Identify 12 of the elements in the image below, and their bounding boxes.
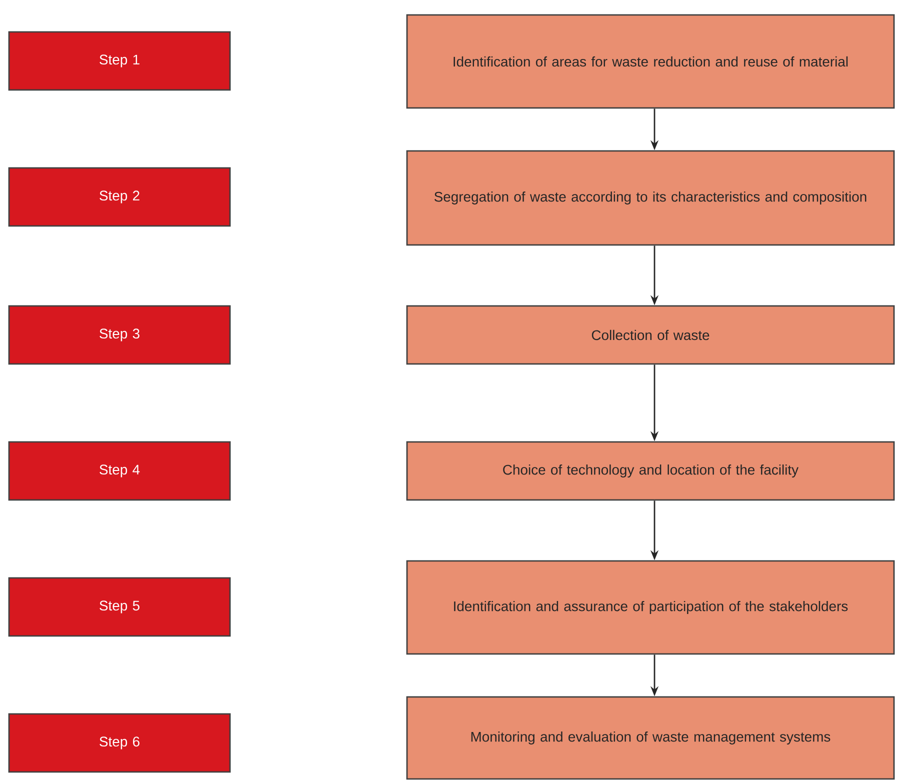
process-box: Monitoring and evaluation of waste management systems bbox=[406, 696, 895, 780]
process-box: Identification and assurance of participation of the stakeholders bbox=[406, 560, 895, 655]
step-box: Step 4 bbox=[8, 441, 231, 501]
step-box: Step 2 bbox=[8, 167, 231, 227]
step-box: Step 6 bbox=[8, 713, 231, 773]
process-box: Choice of technology and location of the facility bbox=[406, 441, 895, 501]
process-box: Segregation of waste according to its characteristics and composition bbox=[406, 150, 895, 246]
process-box: Identification of areas for waste reduction and reuse of material bbox=[406, 14, 895, 109]
step-box: Step 3 bbox=[8, 305, 231, 365]
process-box: Collection of waste bbox=[406, 305, 895, 365]
step-box: Step 1 bbox=[8, 31, 231, 91]
step-box: Step 5 bbox=[8, 577, 231, 637]
